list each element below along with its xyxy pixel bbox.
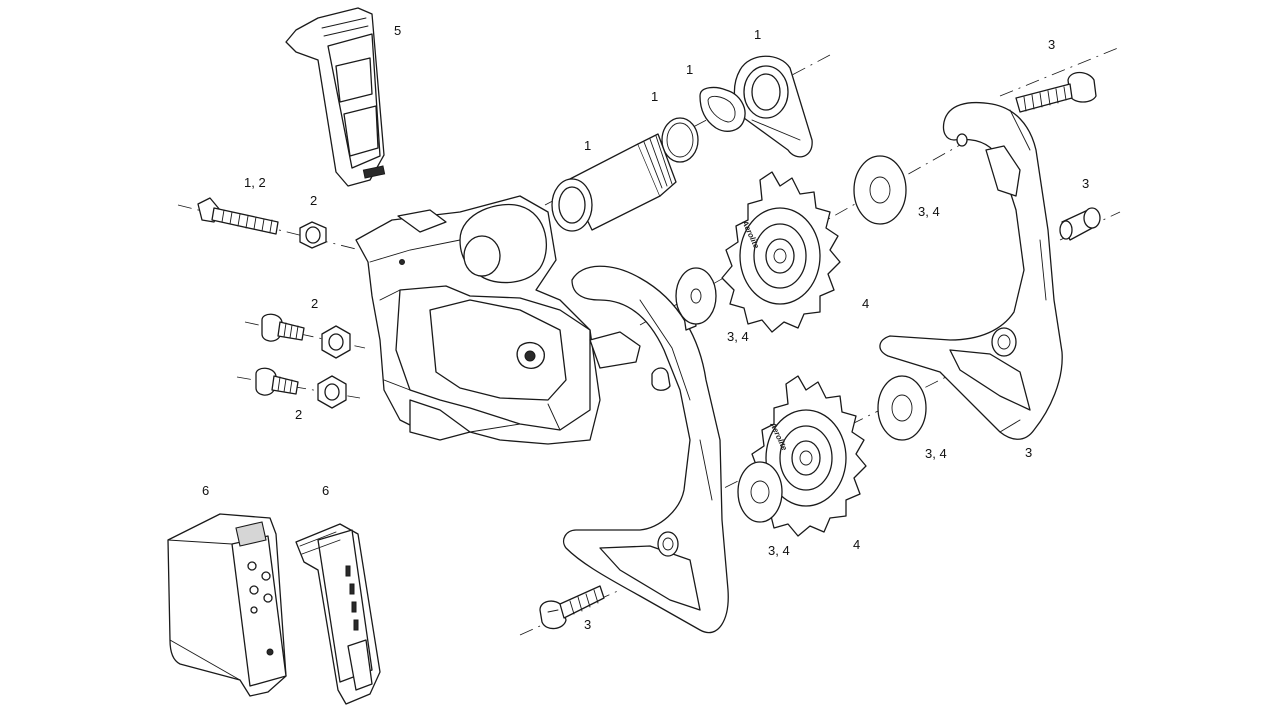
label-part-2-nut-top: 2 — [310, 193, 317, 208]
label-part-3-bolt-top: 3 — [1048, 37, 1055, 52]
callout-labels: 5 1 1 1 1 3 1, 2 2 3 3, 4 2 4 3, 4 2 3, … — [202, 23, 1089, 632]
part-6-battery-holder — [295, 523, 381, 705]
label-part-4-upper: 4 — [862, 296, 869, 311]
part-2-bolt-lower — [255, 367, 299, 396]
part-1-bushing-sleeve — [551, 133, 677, 232]
part-1-square-seal — [699, 86, 746, 132]
label-part-3-plate: 3 — [1025, 445, 1032, 460]
part-3-outer-cage-plate — [879, 101, 1063, 440]
label-part-3-4-lower-right: 3, 4 — [925, 446, 947, 461]
part-1-guide-ring — [733, 55, 813, 158]
label-part-3-4-lower-left: 3, 4 — [768, 543, 790, 558]
label-part-2-lower: 2 — [295, 407, 302, 422]
label-part-2-upper: 2 — [311, 296, 318, 311]
part-2-nut-upper — [321, 325, 351, 359]
label-part-6-battery: 6 — [202, 483, 209, 498]
derailleur-main-body — [355, 195, 641, 445]
part-3-cage-bolt-top — [1015, 71, 1097, 113]
label-part-6-holder: 6 — [322, 483, 329, 498]
label-part-3-4-upper-right: 3, 4 — [918, 204, 940, 219]
label-part-1-ring: 1 — [754, 27, 761, 42]
part-4-upper-pulley: Aerolite — [721, 171, 841, 333]
label-part-1-sleeve: 1 — [584, 138, 591, 153]
label-part-3-bolt-bottom: 3 — [584, 617, 591, 632]
label-part-1-2-bolt: 1, 2 — [244, 175, 266, 190]
part-2-bolt-upper — [261, 313, 305, 342]
part-5-top-cover — [285, 7, 386, 187]
part-2-nut-top — [299, 221, 327, 249]
part-3-cage-pin — [1059, 207, 1101, 241]
label-part-3-4-upper-left: 3, 4 — [727, 329, 749, 344]
part-1-2-long-bolt — [197, 197, 279, 235]
part-1-o-ring — [661, 117, 699, 163]
label-part-5: 5 — [394, 23, 401, 38]
label-part-4-lower: 4 — [853, 537, 860, 552]
part-3-4-washer-upper-left — [675, 267, 717, 325]
label-part-1-oring: 1 — [651, 89, 658, 104]
cage-plate-inner — [562, 265, 729, 634]
part-3-4-washer-lower-right — [877, 375, 927, 441]
label-part-1-seal: 1 — [686, 62, 693, 77]
part-2-nut-lower — [317, 375, 347, 409]
part-3-4-washer-upper-right — [853, 155, 907, 225]
label-part-3-pin: 3 — [1082, 176, 1089, 191]
part-6-battery — [167, 513, 287, 697]
part-3-cage-bolt-bottom — [539, 585, 605, 630]
part-3-4-washer-lower-left — [737, 461, 783, 523]
